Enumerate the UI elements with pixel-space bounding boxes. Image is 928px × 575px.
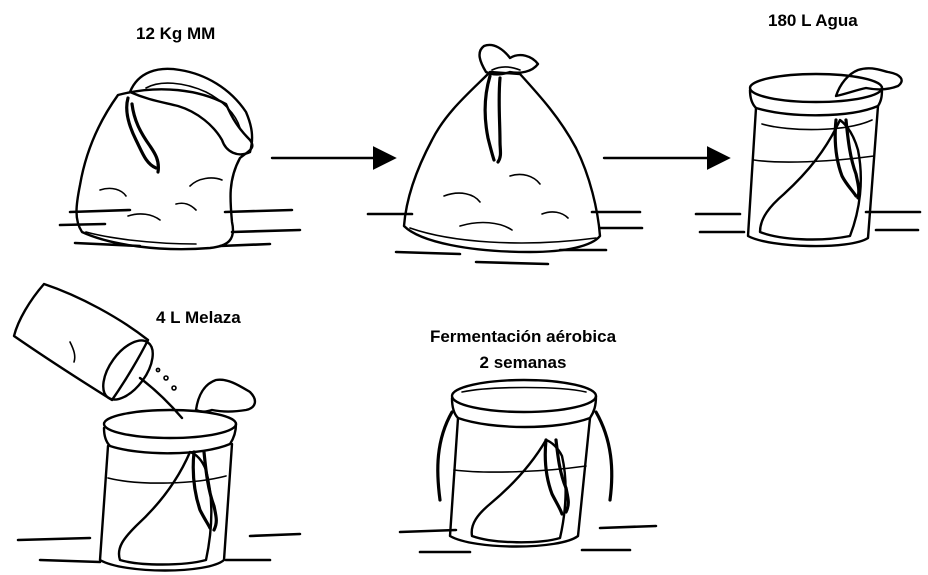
step-label-bag: 12 Kg MM — [136, 23, 215, 44]
bucket-with-bag-icon — [696, 68, 920, 246]
step-label-molasses: 4 L Melaza — [156, 307, 241, 328]
step-label-water: 180 L Agua — [768, 10, 858, 31]
bag-open-icon — [60, 69, 300, 249]
bag-tied-icon — [368, 45, 642, 264]
lidded-bucket-icon — [400, 380, 656, 552]
step-label-fermentation: Fermentación aérobica — [414, 326, 632, 347]
step-label-duration: 2 semanas — [414, 352, 632, 373]
